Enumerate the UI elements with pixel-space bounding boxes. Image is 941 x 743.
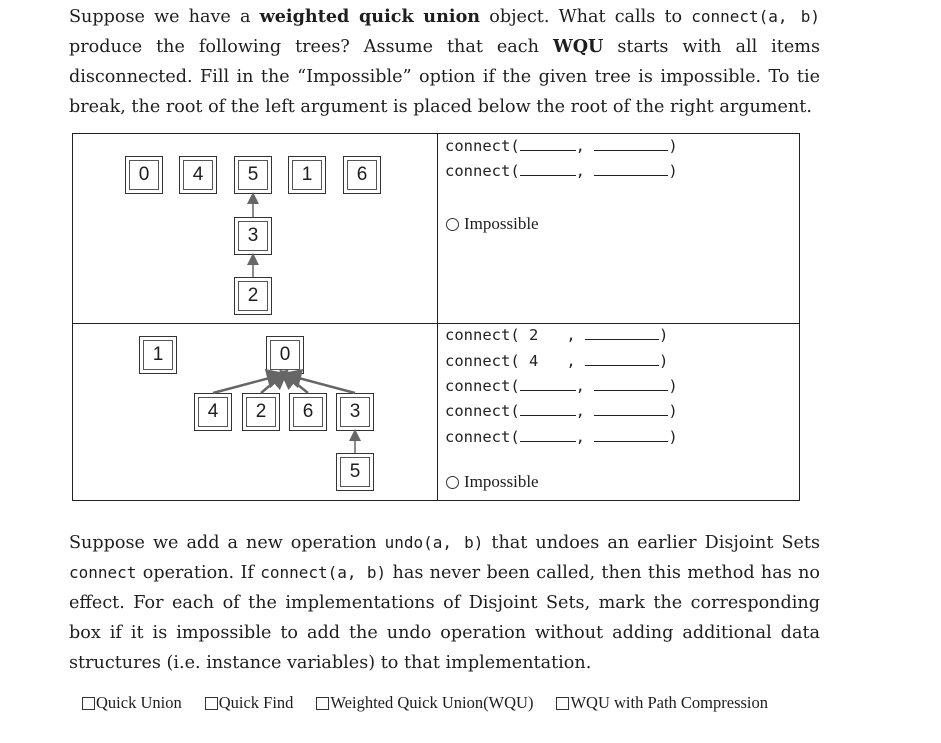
tree-arrows [247, 192, 259, 277]
connect-call[interactable]: connect(, ) [445, 428, 678, 446]
checkbox-quick-union[interactable]: Quick Union [82, 693, 182, 713]
impossible-option[interactable]: Impossible [446, 472, 539, 492]
connect-call[interactable]: connect(, ) [445, 162, 678, 180]
tree-node: 3 [234, 217, 272, 255]
implementation-checkboxes: Quick Union Quick Find Weighted Quick Un… [82, 693, 791, 713]
connect-call[interactable]: connect(, ) [445, 377, 678, 395]
connect-call[interactable]: connect( 4 , ) [445, 352, 669, 370]
divider [437, 324, 438, 500]
impossible-option[interactable]: Impossible [446, 214, 539, 234]
tree-node: 2 [234, 277, 272, 315]
connect-call[interactable]: connect(, ) [445, 137, 678, 155]
checkbox[interactable] [316, 696, 330, 710]
radio-button[interactable] [446, 217, 459, 231]
checkbox[interactable] [204, 696, 218, 710]
radio-button[interactable] [446, 475, 459, 489]
checkbox[interactable] [556, 696, 570, 710]
checkbox[interactable] [82, 696, 95, 710]
tree-node: 6 [343, 156, 381, 194]
tree-arrows [212, 368, 361, 453]
connect-call[interactable]: connect( 2 , ) [445, 326, 669, 344]
divider [437, 134, 438, 323]
tree-node: 2 [242, 393, 280, 431]
checkbox-quick-find[interactable]: Quick Find [204, 693, 293, 713]
tree-node: 0 [266, 336, 304, 374]
tree-node: 6 [289, 393, 327, 431]
tree-node: 1 [288, 156, 326, 194]
tree-node: 4 [194, 393, 232, 431]
checkbox-wqu[interactable]: Weighted Quick Union(WQU) [316, 693, 533, 713]
intro-paragraph: Suppose we have a weighted quick union o… [69, 6, 820, 117]
undo-paragraph: Suppose we add a new operation undo(a, b… [69, 533, 821, 673]
problem-2-box: 1 0 4 2 6 3 5 connect( 2 , ) connect( 4 … [72, 323, 800, 501]
tree-node: 5 [336, 453, 374, 491]
tree-node: 4 [179, 156, 217, 194]
tree-node: 1 [139, 336, 177, 374]
checkbox-wqu-path-compression[interactable]: WQU with Path Compression [556, 693, 768, 713]
tree-node: 0 [125, 156, 163, 194]
connect-call[interactable]: connect(, ) [445, 402, 678, 420]
tree-node: 5 [234, 156, 272, 194]
problem-1-box: 0 4 5 1 6 3 2 connect(, ) connect(, ) Im… [72, 133, 800, 324]
